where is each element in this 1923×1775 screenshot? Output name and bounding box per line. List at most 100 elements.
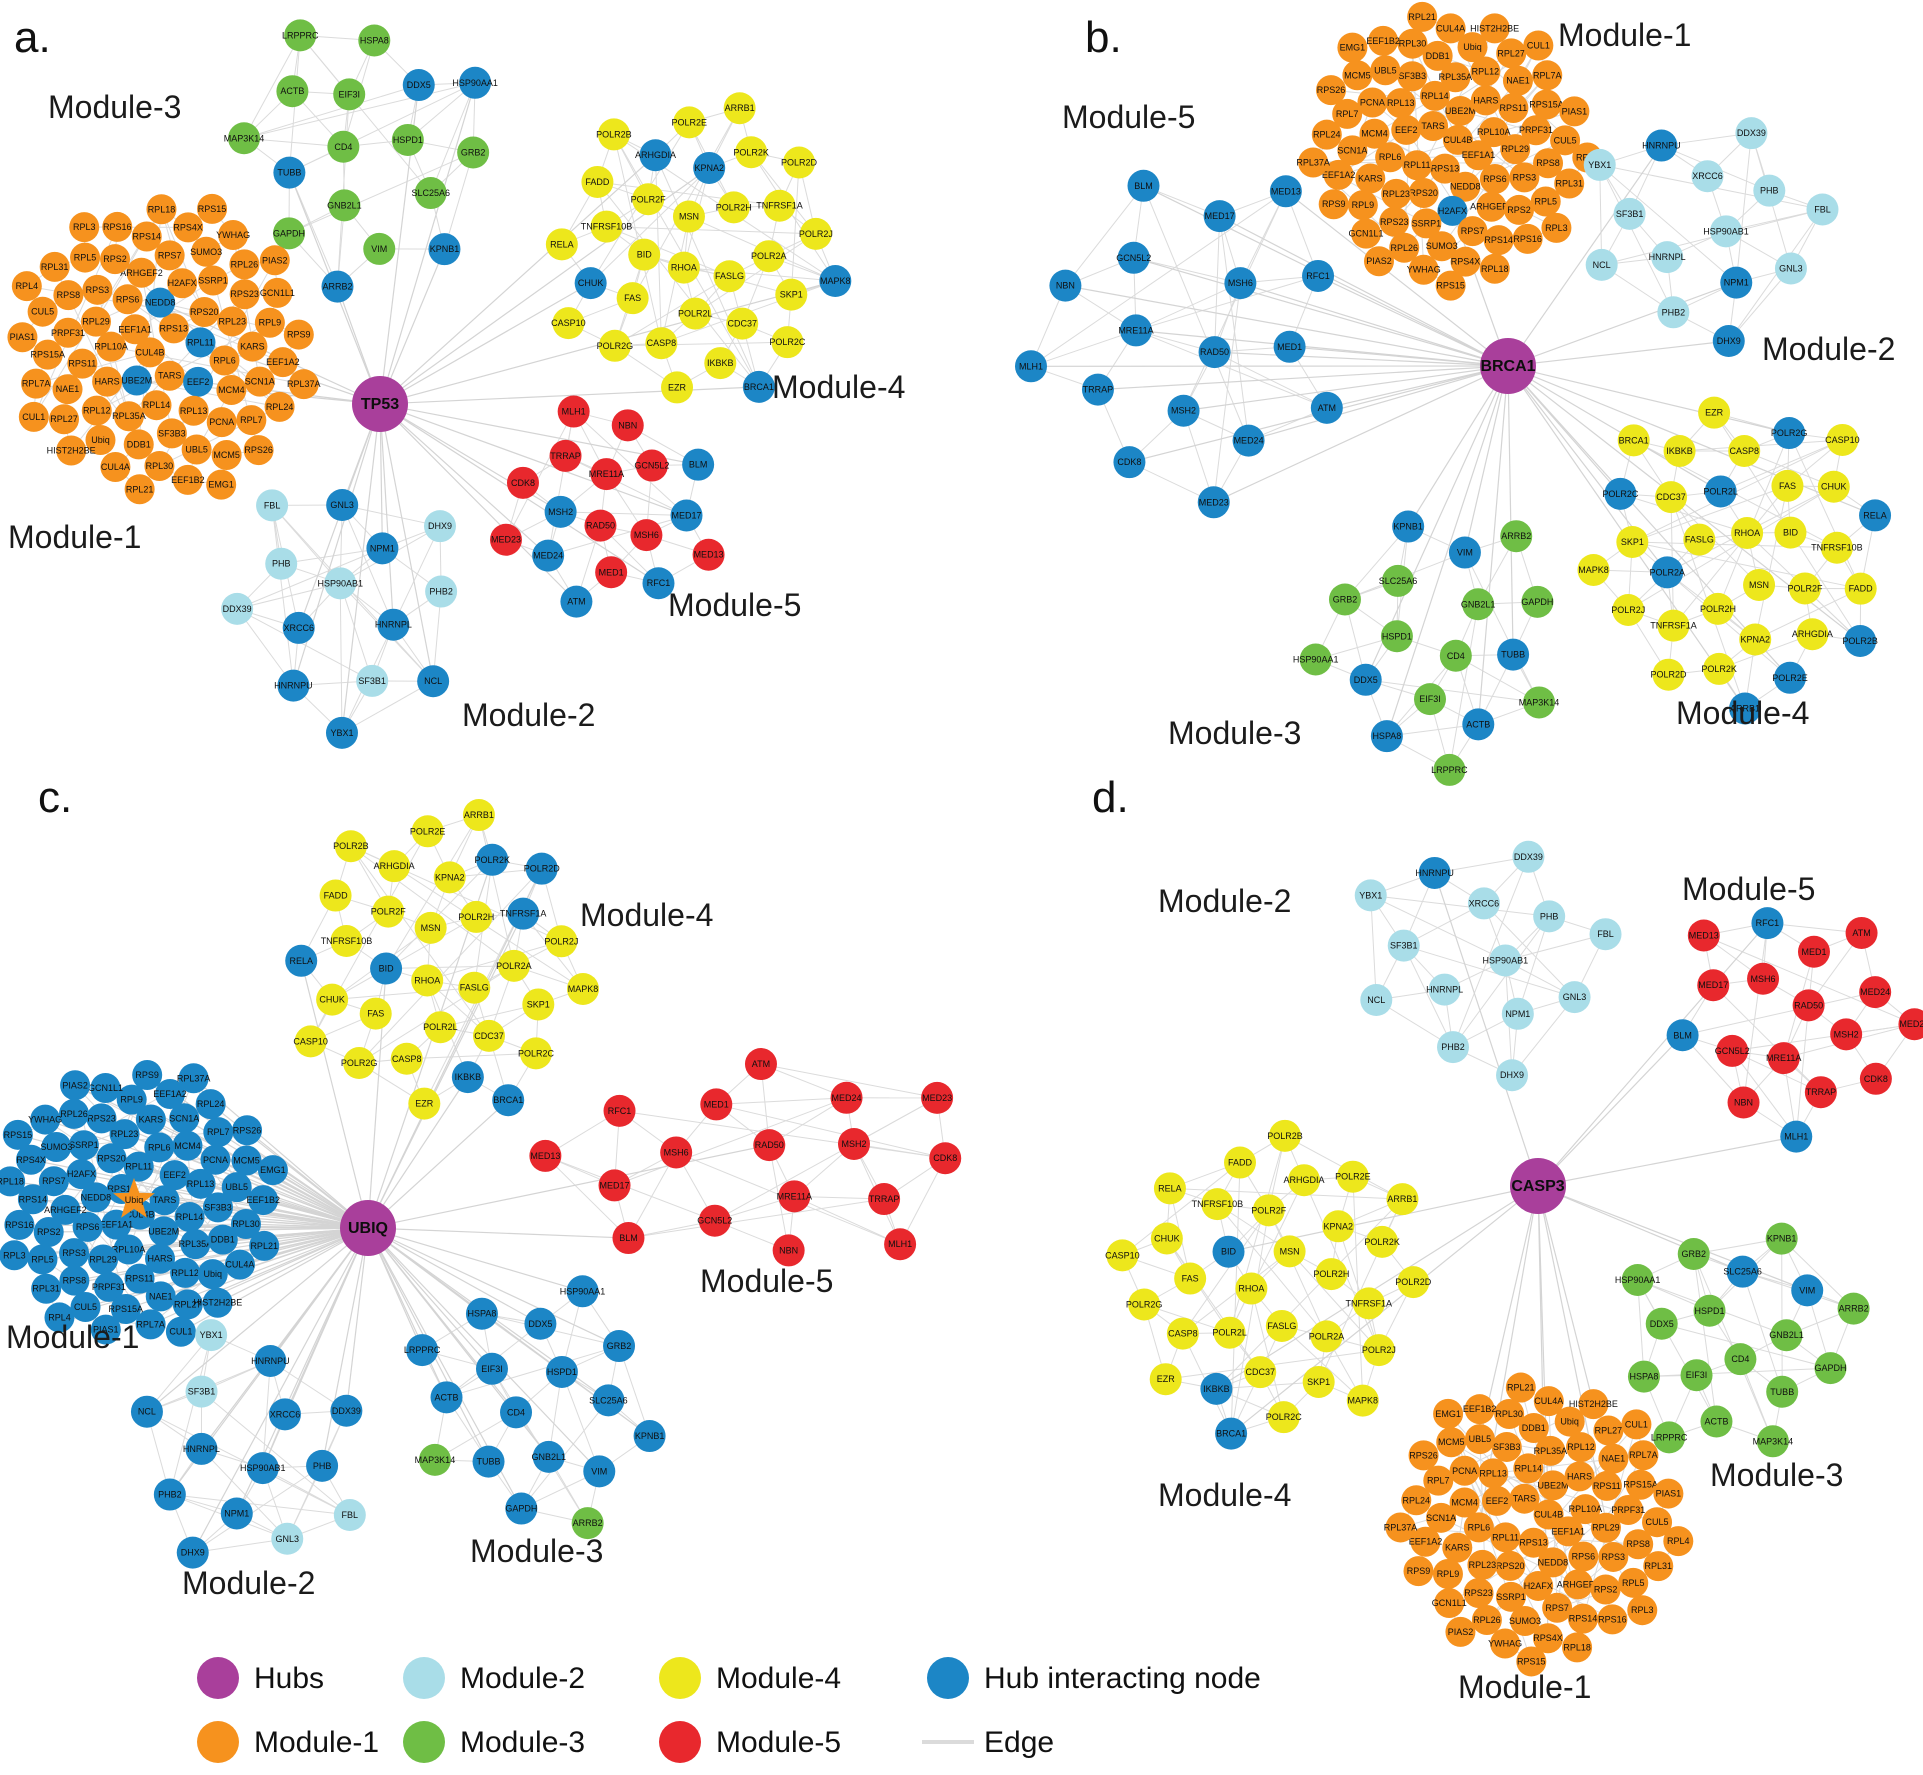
network-node	[1680, 1359, 1713, 1392]
edge	[201, 1391, 351, 1516]
network-node	[1128, 1288, 1161, 1321]
edge	[1731, 1050, 1797, 1137]
network-node	[799, 217, 832, 250]
node-label: SLC25A6	[1379, 576, 1418, 586]
network-node	[1577, 553, 1610, 586]
node-label: ARHGDIA	[1284, 1175, 1325, 1185]
node-label: HNRNPU	[1415, 868, 1454, 878]
node-label: RHOA	[414, 975, 440, 985]
node-label: MED13	[530, 1151, 560, 1161]
network-node	[1408, 254, 1439, 285]
network-node	[1299, 643, 1332, 676]
network-node	[1049, 269, 1082, 302]
node-label: RPS13	[160, 323, 189, 333]
node-label: DDX39	[1514, 852, 1543, 862]
node-label: RPL9	[120, 1095, 143, 1105]
hub-edge	[367, 1227, 541, 1325]
network-node	[172, 464, 203, 495]
node-label: RPL12	[83, 406, 111, 416]
network-node	[1127, 169, 1160, 202]
node-label: ARRB2	[573, 1518, 603, 1528]
node-label: GNL3	[1563, 992, 1587, 1002]
node-label: EIF3I	[1419, 694, 1441, 704]
network-node	[414, 177, 447, 210]
node-label: RPS13	[107, 1184, 136, 1194]
legend-label: Module-3	[460, 1726, 585, 1759]
network-node	[1774, 516, 1807, 549]
network-node	[1323, 159, 1354, 190]
hub-edge	[146, 1227, 369, 1413]
network-node	[1698, 396, 1731, 429]
node-label: RPL11	[1492, 1532, 1519, 1542]
network-node	[406, 1334, 439, 1367]
hub-edge	[1214, 351, 1509, 367]
node-label: HIST2H2BE	[1569, 1399, 1618, 1409]
network-node	[549, 439, 582, 472]
edge	[332, 987, 475, 1001]
edge	[1464, 552, 1540, 703]
network-node	[1476, 191, 1507, 222]
node-label: RAD50	[586, 521, 615, 531]
network-node	[1497, 638, 1530, 671]
node-label: TNFRSF1A	[1346, 1298, 1393, 1308]
hub-edge	[1537, 1136, 1797, 1187]
edge	[1754, 485, 1788, 640]
node-label: GAPDH	[505, 1504, 537, 1514]
network-node	[1166, 1317, 1199, 1350]
node-label: TARS	[158, 371, 181, 381]
network-node	[713, 260, 746, 293]
node-label: TUBB	[477, 1457, 501, 1467]
node-label: SKP1	[1621, 537, 1644, 547]
node-label: DDX5	[407, 80, 431, 90]
node-label: HSPA8	[1372, 731, 1401, 741]
network-node	[1418, 110, 1449, 141]
network-node	[1316, 75, 1347, 106]
node-label: KARS	[240, 342, 265, 352]
node-label: Ubiq	[1463, 42, 1482, 52]
network-node	[229, 279, 260, 310]
module-label: Module-5	[1062, 99, 1195, 135]
node-label: SF3B1	[358, 676, 386, 686]
node-label: CDK8	[1864, 1074, 1888, 1084]
node-label: IKBKB	[455, 1072, 482, 1082]
node-label: NEDD8	[1538, 1557, 1569, 1567]
network-node	[1820, 531, 1853, 564]
network-node	[1328, 583, 1361, 616]
node-label: PCNA	[1452, 1466, 1477, 1476]
network-node	[595, 556, 628, 589]
network-node	[1553, 1516, 1584, 1547]
node-label: HNRNPL	[1649, 252, 1686, 262]
network-node	[1643, 1551, 1674, 1582]
network-node	[679, 297, 712, 330]
node-label: RPS2	[1594, 1585, 1618, 1595]
network-node	[273, 156, 306, 189]
edge	[385, 859, 493, 969]
network-node	[324, 567, 357, 600]
network-node	[584, 509, 617, 542]
node-label: UBE2M	[148, 1226, 179, 1236]
node-label: PIAS1	[1562, 106, 1588, 116]
node-label: PHB	[1760, 186, 1779, 196]
network-node	[154, 360, 185, 391]
hub-label: CASP3	[1511, 1178, 1564, 1195]
network-node	[1479, 163, 1510, 194]
node-label: DHX9	[1500, 1070, 1524, 1080]
node-label: RPL5	[74, 253, 97, 263]
node-label: EEF1B2	[246, 1195, 280, 1205]
edge	[1666, 571, 1791, 679]
network-node	[90, 1314, 121, 1345]
node-label: IKBKB	[707, 358, 734, 368]
panel-c-labels: Module-4Module-1Module-5Module-2Module-3…	[6, 773, 833, 1601]
network-node	[1450, 246, 1481, 277]
node-label: CD4	[1731, 1354, 1749, 1364]
network-node	[1691, 160, 1724, 193]
network-node	[334, 830, 367, 863]
node-label: YWHAG	[1488, 1639, 1522, 1649]
network-node	[1434, 1588, 1465, 1619]
network-node	[1505, 1372, 1536, 1403]
node-label: RPS14	[1484, 235, 1513, 245]
edge	[1742, 1271, 1783, 1392]
node-label: RPS20	[190, 307, 219, 317]
node-label: NCL	[1593, 260, 1611, 270]
network-node	[185, 1375, 218, 1408]
